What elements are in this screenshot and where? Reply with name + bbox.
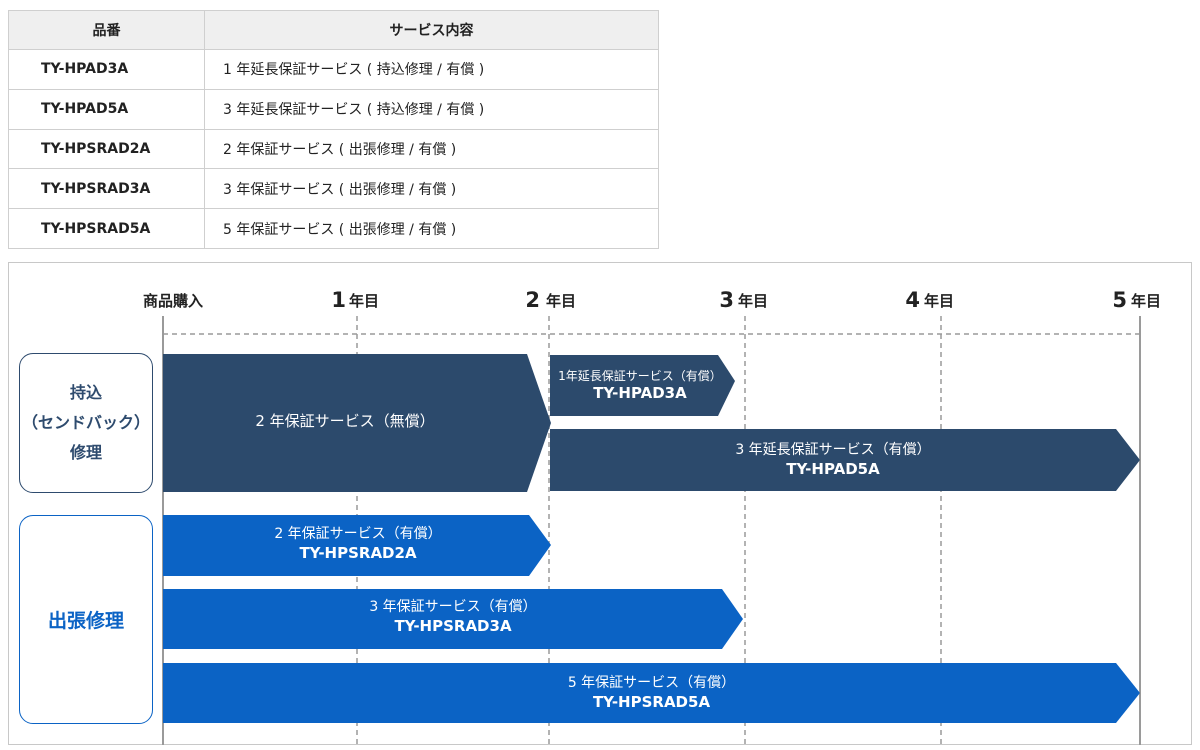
- year-3-unit: 年目: [738, 292, 768, 310]
- warranty-timeline-panel: [8, 262, 1192, 745]
- sr2-warranty-code: TY-HPSRAD2A: [299, 544, 417, 562]
- carry-in-label-line-3: 修理: [69, 443, 102, 462]
- ext1-warranty-code: TY-HPAD3A: [593, 384, 687, 402]
- year-4-unit: 年目: [924, 292, 954, 310]
- product-code-cell: TY-HPSRAD5A: [8, 208, 205, 249]
- ext1-warranty-title: 1年延長保証サービス（有償）: [558, 369, 722, 383]
- product-code-cell: TY-HPAD5A: [8, 88, 205, 130]
- sr2-warranty-title: 2 年保証サービス（有償）: [274, 526, 442, 542]
- service-desc-cell: 3 年保証サービス ( 出張修理 / 有償 ): [204, 168, 659, 210]
- on-site-repair-category: 出張修理: [19, 515, 153, 724]
- column-header-code: 品番: [8, 10, 205, 50]
- free-warranty-title: 2 年保証サービス（無償）: [255, 412, 435, 430]
- carry-in-repair-category: 持込 （センドバック） 修理: [19, 353, 153, 493]
- service-table: 品番 サービス内容 TY-HPAD3A 1 年延長保証サービス ( 持込修理 /…: [8, 10, 659, 249]
- product-code-cell: TY-HPSRAD2A: [8, 128, 205, 170]
- sr5-warranty-code: TY-HPSRAD5A: [592, 693, 711, 711]
- year-3-number: 3: [719, 288, 734, 312]
- carry-in-label-line-2: （センドバック）: [21, 413, 150, 432]
- product-code-cell: TY-HPSRAD3A: [8, 168, 205, 210]
- service-desc-cell: 5 年保証サービス ( 出張修理 / 有償 ): [204, 208, 659, 249]
- year-1-number: 1: [331, 288, 346, 312]
- year-2-number: 2: [525, 288, 540, 312]
- year-1-unit: 年目: [349, 292, 379, 310]
- free-warranty-bar: [163, 354, 551, 492]
- table-header-row: 品番 サービス内容: [8, 10, 659, 50]
- service-desc-cell: 1 年延長保証サービス ( 持込修理 / 有償 ): [204, 49, 659, 90]
- sr2-warranty-text: 2 年保証サービス（有償） TY-HPSRAD2A: [163, 525, 553, 563]
- year-2-unit: 年目: [546, 292, 576, 310]
- ext3-warranty-text: 3 年延長保証サービス（有償） TY-HPAD5A: [550, 441, 1116, 479]
- sr3-warranty-title: 3 年保証サービス（有償）: [369, 599, 537, 615]
- table-row: TY-HPSRAD5A 5 年保証サービス ( 出張修理 / 有償 ): [8, 208, 659, 249]
- service-desc-cell: 2 年保証サービス ( 出張修理 / 有償 ): [204, 128, 659, 170]
- table-row: TY-HPAD5A 3 年延長保証サービス ( 持込修理 / 有償 ): [8, 88, 659, 130]
- year-5-number: 5: [1112, 288, 1127, 312]
- carry-in-label-line-1: 持込: [69, 383, 102, 402]
- sr2-warranty-bar: [163, 515, 551, 576]
- sr3-warranty-bar: [163, 589, 743, 649]
- sr3-warranty-text: 3 年保証サービス（有償） TY-HPSRAD3A: [163, 598, 743, 636]
- ext1-warranty-text: 1年延長保証サービス（有償） TY-HPAD3A: [550, 368, 730, 403]
- purchase-label: 商品購入: [143, 292, 203, 310]
- table-row: TY-HPSRAD3A 3 年保証サービス ( 出張修理 / 有償 ): [8, 168, 659, 210]
- free-warranty-text: 2 年保証サービス（無償）: [163, 412, 527, 431]
- ext3-warranty-bar: [550, 429, 1140, 491]
- ext3-warranty-title: 3 年延長保証サービス（有償）: [735, 442, 931, 458]
- table-row: TY-HPSRAD2A 2 年保証サービス ( 出張修理 / 有償 ): [8, 128, 659, 170]
- service-desc-cell: 3 年延長保証サービス ( 持込修理 / 有償 ): [204, 88, 659, 130]
- table-row: TY-HPAD3A 1 年延長保証サービス ( 持込修理 / 有償 ): [8, 49, 659, 90]
- year-5-unit: 年目: [1131, 292, 1161, 310]
- sr3-warranty-code: TY-HPSRAD3A: [394, 617, 512, 635]
- ext1-warranty-bar: [550, 355, 735, 416]
- sr5-warranty-title: 5 年保証サービス（有償）: [567, 675, 736, 691]
- sr5-warranty-bar: [163, 663, 1140, 723]
- column-header-service: サービス内容: [204, 10, 659, 50]
- ext3-warranty-code: TY-HPAD5A: [786, 460, 880, 478]
- on-site-label: 出張修理: [47, 610, 124, 632]
- product-code-cell: TY-HPAD3A: [8, 49, 205, 90]
- sr5-warranty-text: 5 年保証サービス（有償） TY-HPSRAD5A: [163, 674, 1140, 712]
- year-4-number: 4: [905, 288, 920, 312]
